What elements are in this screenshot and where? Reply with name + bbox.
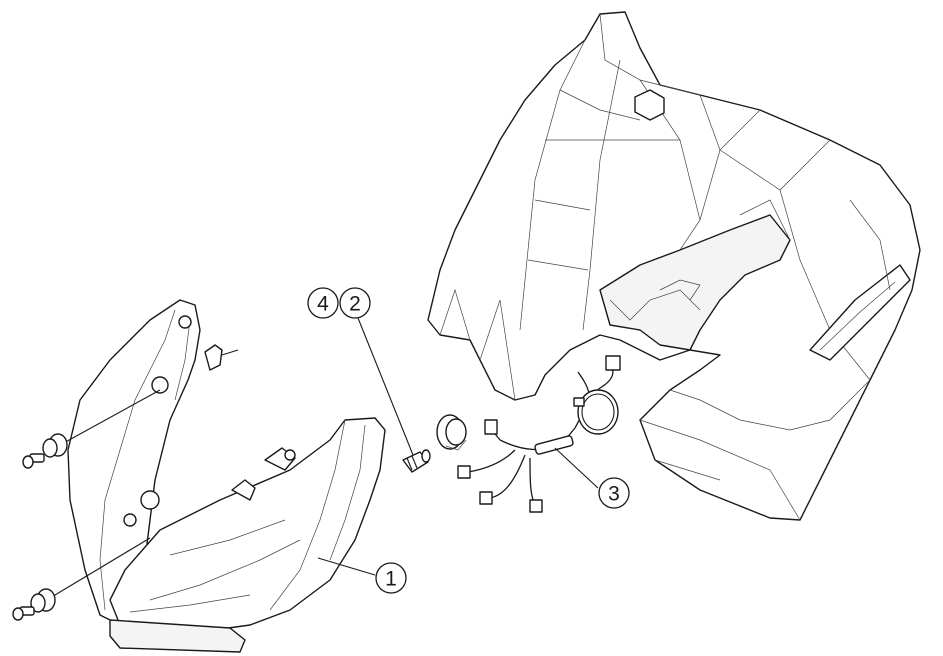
lower-screw-grommet [12,537,151,621]
harness-clamp [577,389,619,435]
leader-line-2 [357,317,414,456]
callout-3: 3 [598,477,630,509]
callout-4: 4 [307,287,339,319]
callout-3-label: 3 [608,483,620,506]
front-fairing [427,11,921,521]
bulb [402,449,431,473]
harness-sleeve [534,435,574,455]
callout-2: 2 [339,287,371,319]
callout-1-label: 1 [385,568,397,591]
leader-line-1 [317,557,376,576]
headlight-assembly [67,299,386,653]
upper-screw-grommet [22,389,161,469]
callout-1: 1 [375,562,407,594]
leader-lines [317,317,599,576]
leader-line-3 [554,447,599,489]
callout-2-label: 2 [349,293,361,316]
wiring-harness [457,355,621,513]
socket-cap [436,414,467,451]
callout-4-label: 4 [317,293,329,316]
hex-bolt [634,89,665,121]
